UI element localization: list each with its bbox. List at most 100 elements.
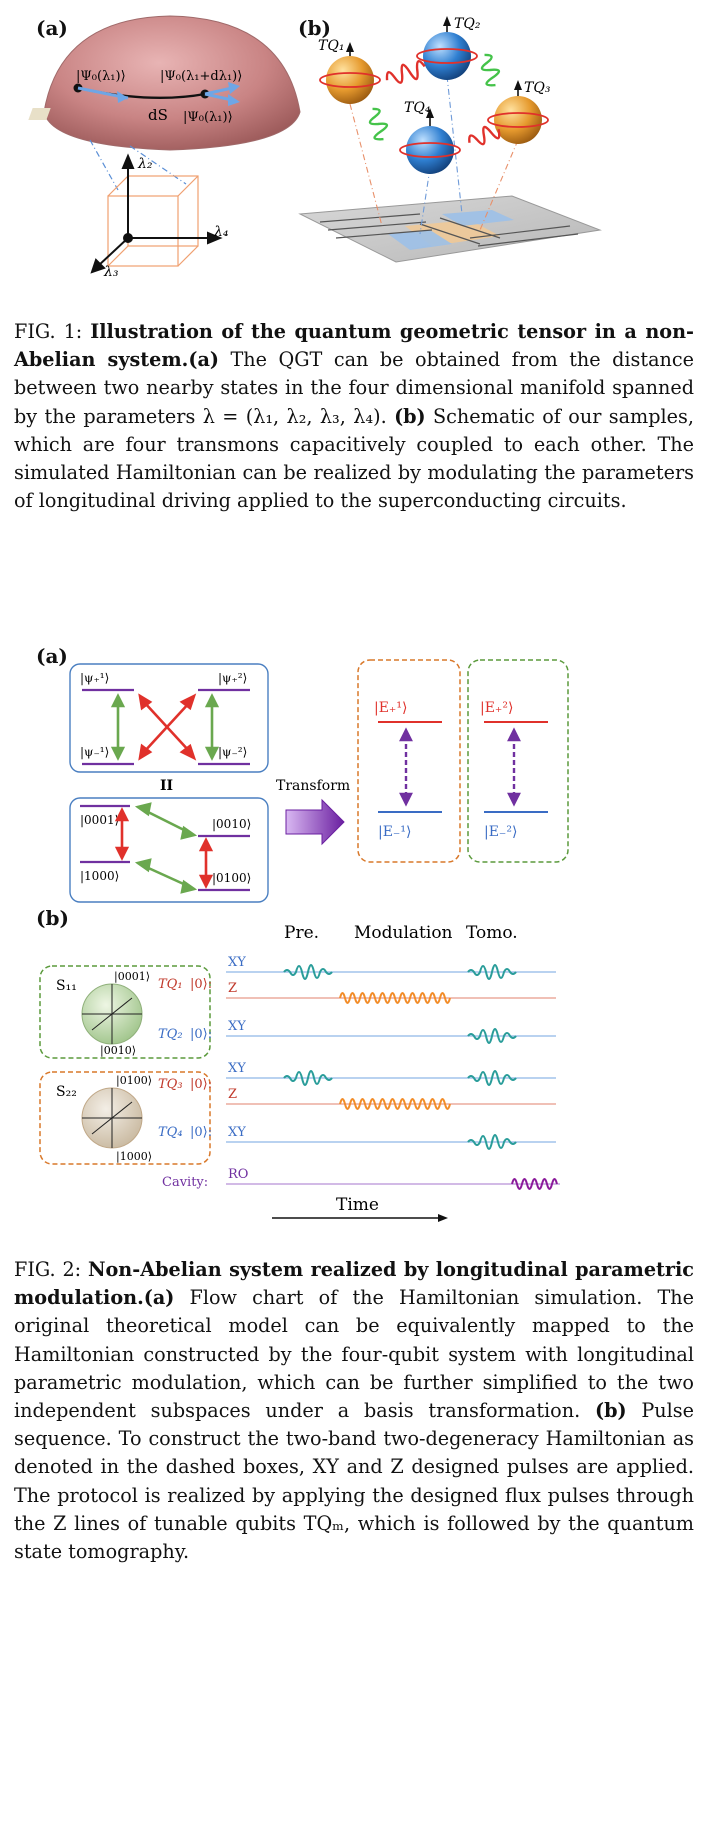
fig1-caption-a: The QGT can be obtained from the distanc…	[14, 348, 694, 428]
chip	[298, 195, 602, 263]
bloch2-top: |0100⟩	[116, 1074, 152, 1088]
bloch1-bottom: |0010⟩	[100, 1044, 136, 1058]
label-tq3: TQ₃	[524, 80, 551, 96]
seq-tq4: TQ₄	[158, 1125, 183, 1140]
fig1-label-a: (a)	[36, 16, 68, 40]
line-xy-1: XY	[228, 955, 246, 970]
psi-minus-2: |ψ₋²⟩	[218, 745, 247, 759]
psi-plus-1: |ψ₊¹⟩	[80, 671, 109, 685]
seq-tq3: TQ₃	[158, 1077, 183, 1092]
state-psi-lambda1-lower: |Ψ₀(λ₁)⟩	[183, 110, 233, 125]
parameter-axes	[90, 153, 223, 274]
seq-tq2-ket: |0⟩:	[190, 1027, 212, 1042]
seq-tq2: TQ₂	[158, 1027, 183, 1042]
psi-minus-1: |ψ₋¹⟩	[80, 745, 109, 759]
manifold-dome	[43, 15, 301, 151]
label-tq1: TQ₁	[318, 38, 344, 54]
axis-lambda2: λ₂	[137, 156, 153, 172]
pulse-readout	[511, 1178, 558, 1190]
fig2-caption-title: Non-Abelian system realized by longitudi…	[14, 1258, 694, 1310]
s22-label: S₂₂	[56, 1084, 77, 1100]
wave-green-2	[368, 107, 389, 141]
bloch1-top: |0001⟩	[114, 970, 150, 984]
e-minus-1: |E₋¹⟩	[378, 824, 411, 840]
fig2-caption-a: Flow chart of the Hamiltonian simulation…	[14, 1286, 694, 1423]
box-basis	[69, 797, 269, 903]
seq-tq4-ket: |0⟩:	[190, 1125, 212, 1140]
pulse-tomo-tq3	[467, 1070, 517, 1086]
tomo-label: Tomo.	[466, 923, 518, 943]
line-xy-4: XY	[228, 1125, 246, 1140]
fig1-caption: FIG. 1: Illustration of the quantum geom…	[14, 318, 694, 515]
line-ro: RO	[228, 1167, 248, 1182]
patch-marker	[28, 108, 51, 120]
ds-label: dS	[148, 106, 168, 124]
wave-green-1	[480, 53, 501, 87]
fig2-caption-b: Pulse sequence. To construct the two-ban…	[14, 1399, 694, 1564]
time-label: Time	[336, 1195, 379, 1215]
seq-tq1: TQ₁	[158, 977, 183, 992]
equals-sign: II	[160, 778, 173, 794]
ket-0100: |0100⟩	[212, 871, 251, 885]
pre-label: Pre.	[284, 923, 319, 943]
fig2-caption: FIG. 2: Non-Abelian system realized by l…	[14, 1256, 694, 1566]
fig1-caption-b-label: (b)	[394, 404, 426, 428]
parameter-cube	[107, 175, 199, 267]
wave-red-1	[385, 60, 426, 84]
e-plus-2: |E₊²⟩	[480, 700, 513, 716]
state-psi-lambda1: |Ψ₀(λ₁)⟩	[76, 69, 126, 84]
pulse-tomo-tq2	[467, 1028, 517, 1044]
line-xy-3: XY	[228, 1061, 246, 1076]
pulse-tomo-tq4	[467, 1134, 517, 1150]
line-z-3: Z	[228, 1087, 237, 1102]
bloch2-bottom: |1000⟩	[116, 1150, 152, 1164]
pulse-mod-tq3	[339, 1098, 451, 1110]
s11-label: S₁₁	[56, 978, 77, 994]
fig2-graphics: |ψ₊¹⟩ |ψ₊²⟩ |ψ₋¹⟩ |ψ₋²⟩ II |0001⟩ |1000⟩	[39, 659, 569, 1222]
transform-label: Transform	[276, 778, 350, 794]
ket-0001: |0001⟩	[80, 813, 119, 827]
pulse-pre-tq1	[283, 964, 333, 980]
e-minus-2: |E₋²⟩	[484, 824, 517, 840]
label-tq4: TQ₄	[404, 100, 431, 116]
label-tq2: TQ₂	[454, 16, 481, 32]
fig2-label-a: (a)	[36, 644, 68, 668]
fig1-caption-b: Schematic of our samples, which are four…	[14, 404, 694, 513]
fig1-caption-prefix: FIG. 1:	[14, 320, 91, 343]
pulse-mod-tq1	[339, 992, 451, 1004]
transform-arrow	[285, 798, 345, 846]
s22-box	[39, 1071, 211, 1165]
box-psi	[69, 663, 269, 773]
modulation-label: Modulation	[354, 923, 453, 943]
axis-lambda4: λ₄	[213, 224, 229, 240]
cavity-label: Cavity:	[162, 1175, 208, 1190]
seq-tq1-ket: |0⟩:	[190, 977, 212, 992]
ket-1000: |1000⟩	[80, 869, 119, 883]
fig1-caption-title: Illustration of the quantum geometric te…	[14, 320, 694, 372]
fig2-caption-prefix: FIG. 2:	[14, 1258, 88, 1281]
fig1-caption-a-label: (a)	[188, 348, 219, 372]
qubit-tq4	[399, 108, 461, 174]
fig2-caption-a-label: (a)	[143, 1286, 175, 1310]
pulse-pre-tq3	[283, 1070, 333, 1086]
qubit-tq2	[416, 16, 478, 80]
state-psi-lambda1-plus: |Ψ₀(λ₁+dλ₁)⟩	[160, 69, 242, 84]
s11-box	[39, 965, 211, 1059]
fig2-caption-b-label: (b)	[595, 1399, 627, 1423]
wave-red-2	[468, 125, 501, 146]
psi-plus-2: |ψ₊²⟩	[218, 671, 247, 685]
fig1-label-b: (b)	[298, 16, 331, 40]
subspace-box-1	[357, 659, 461, 863]
fig2-label-b: (b)	[36, 906, 69, 930]
qubit-tq3	[487, 80, 549, 144]
line-xy-2: XY	[228, 1019, 246, 1034]
qubit-tq1	[319, 42, 381, 104]
seq-tq3-ket: |0⟩:	[190, 1077, 212, 1092]
line-z-1: Z	[228, 981, 237, 996]
axis-lambda3: λ₃	[103, 264, 119, 280]
e-plus-1: |E₊¹⟩	[374, 700, 407, 716]
subspace-box-2	[467, 659, 569, 863]
ket-0010: |0010⟩	[212, 817, 251, 831]
fig1-graphics: |Ψ₀(λ₁)⟩ |Ψ₀(λ₁+dλ₁)⟩ |Ψ₀(λ₁)⟩ dS λ₂ λ₄	[28, 15, 602, 280]
pulse-tomo-tq1	[467, 964, 517, 980]
